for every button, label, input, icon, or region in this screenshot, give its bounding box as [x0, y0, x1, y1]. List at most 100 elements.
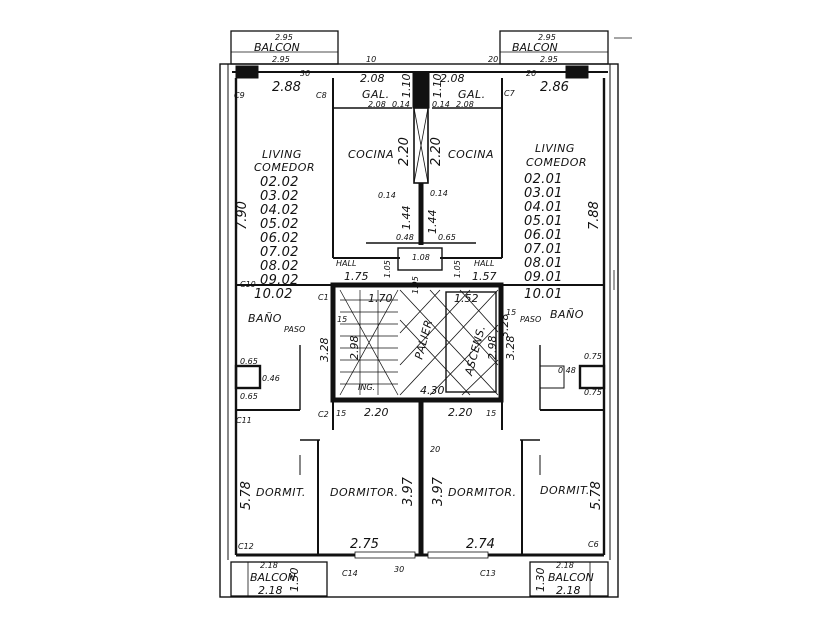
left-unit-numbers: 02.02 03.02 04.02 05.02 06.02 07.02 08.0… [254, 175, 299, 302]
column-tag: C8 [316, 91, 327, 100]
dim-duct-thickness-left: 0.14 [378, 191, 396, 200]
unit-number: 02.01 [524, 172, 563, 187]
balcony-top-left-label: BALCON [254, 41, 300, 54]
dim-duct-width-right: 0.65 [438, 233, 456, 242]
dim-core-bottom-right: 2.20 [448, 406, 473, 419]
left-gallery-label: GAL. [362, 88, 390, 101]
dim-lift-depth: 2.98 [486, 336, 499, 361]
dim-left-hall-width: 1.75 [344, 270, 369, 283]
dim-right-gallery-sub-width: 2.08 [456, 100, 474, 109]
dim-left-hall-depth: 1.05 [383, 260, 392, 278]
dim-left-living-width: 2.88 [272, 80, 301, 95]
dim-balcony-bottom-left-side: 1.30 [288, 568, 301, 593]
dim-right-paso-length: 3.28 [504, 336, 517, 361]
unit-number: 08.01 [524, 256, 563, 271]
right-living-label: LIVING [535, 142, 575, 155]
dim-right-shaft-3: 0.75 [584, 388, 602, 397]
dim-right-master-width: 2.74 [466, 537, 495, 552]
unit-number: 10.02 [254, 287, 293, 302]
wall-mark: 15 [486, 409, 496, 418]
dim-right-gallery-sub-depth: 0.14 [432, 100, 450, 109]
unit-number: 09.02 [260, 273, 299, 288]
wall-mark: 15 [506, 308, 516, 317]
dim-duct-thickness-right: 0.14 [430, 189, 448, 198]
dim-left-gallery-sub-depth: 0.14 [392, 100, 410, 109]
unit-number: 07.01 [524, 242, 563, 257]
dim-duct-length-right: 1.44 [426, 210, 439, 235]
dim-balcony-top-left-bottom: 2.95 [272, 55, 290, 64]
dim-stair-depth: 2.98 [348, 336, 361, 361]
dim-balcony-bottom-left-bottom: 2.18 [258, 584, 283, 597]
left-dining-label: COMEDOR [254, 161, 315, 174]
balcony-bottom-left: 2.18 BALCON 2.18 1.30 [250, 561, 301, 597]
dim-left-shaft-2: 0.46 [262, 374, 280, 383]
dim-right-hall-depth: 1.05 [453, 260, 462, 278]
left-kitchen-label: COCINA [348, 148, 394, 161]
right-paso-label: PASO [520, 315, 541, 324]
unit-number: 09.01 [524, 270, 563, 285]
balcony-bottom-left-label: BALCON [250, 571, 296, 584]
wall-mark: 30 [300, 69, 310, 78]
dim-left-shaft-1: 0.65 [240, 357, 258, 366]
left-master-label: DORMITOR. [330, 486, 399, 499]
unit-number: 04.01 [524, 200, 563, 215]
unit-number: 08.02 [260, 259, 299, 274]
dim-right-master-length: 3.97 [431, 476, 446, 506]
unit-number: 04.02 [260, 203, 299, 218]
left-hall-label: HALL [336, 259, 356, 268]
column-tag: C2 [318, 410, 329, 419]
dim-balcony-top-right-top: 2.95 [538, 33, 556, 42]
dim-core-right-length: 3.28 [498, 314, 511, 339]
right-bath-label: BAÑO [550, 308, 584, 321]
right-kitchen-label: COCINA [448, 148, 494, 161]
right-bedroom-label: DORMIT. [540, 484, 590, 497]
balcony-bottom-right: 2.18 BALCON 2.18 1.30 [534, 561, 594, 597]
dim-left-gallery-depth: 1.10 [400, 74, 413, 99]
dim-left-shaft-3: 0.65 [240, 392, 258, 401]
column-tag: C12 [238, 542, 254, 551]
column-tags: C9 C8 C7 C10 C1 C2 C11 C12 C14 C13 C6 [234, 89, 599, 578]
dim-left-paso-length: 3.28 [318, 338, 331, 363]
right-unit-numbers: 02.01 03.01 04.01 05.01 06.01 07.01 08.0… [524, 172, 563, 302]
dim-left-gallery-sub-width: 2.08 [368, 100, 386, 109]
left-unit: 2.88 LIVING COMEDOR 02.02 03.02 04.02 05… [235, 72, 416, 552]
column-tag: C1 [318, 293, 329, 302]
dim-right-kitchen-length: 2.20 [429, 137, 444, 166]
right-dining-label: COMEDOR [526, 156, 587, 169]
balcony-top-right: 2.95 BALCON 2.95 [512, 33, 558, 64]
dim-stair-width: 1.70 [368, 292, 393, 305]
dim-right-shaft-1: 0.75 [584, 352, 602, 361]
walls [219, 30, 632, 598]
balcony-bottom-right-label: BALCON [548, 571, 594, 584]
balcony-top-left: 2.95 BALCON 2.95 [254, 33, 300, 64]
dim-left-master-width: 2.75 [350, 537, 379, 552]
dim-right-gallery-depth: 1.10 [431, 74, 444, 99]
dim-core-width: 4.30 [420, 384, 445, 397]
dim-left-master-length: 3.97 [401, 476, 416, 506]
unit-number: 03.01 [524, 186, 563, 201]
unit-number: 07.02 [260, 245, 299, 260]
wall-mark: 15 [336, 409, 346, 418]
dim-wall-20: 20 [430, 445, 440, 454]
column-tag: C10 [240, 280, 256, 289]
column-tag: C9 [234, 91, 245, 100]
dim-right-shaft-2: 0.48 [558, 366, 576, 375]
dim-core-bottom-left: 2.20 [364, 406, 389, 419]
unit-number: 05.02 [260, 217, 299, 232]
column-tag: C14 [342, 569, 358, 578]
dim-right-bedroom-length: 5.78 [589, 481, 604, 510]
unit-number: 10.01 [524, 287, 563, 302]
left-bedroom-label: DORMIT. [256, 486, 306, 499]
dim-left-bedroom-length: 5.78 [239, 481, 254, 510]
dim-left-kitchen-length: 2.20 [397, 137, 412, 166]
balcony-top-right-label: BALCON [512, 41, 558, 54]
column-tag: C6 [588, 540, 599, 549]
ascensor-label: ASCENS. [462, 324, 488, 378]
dim-left-gallery-width: 2.08 [360, 72, 385, 85]
dim-lift-width: 1.52 [454, 292, 479, 305]
dim-balcony-top-left-top: 2.95 [275, 33, 293, 42]
dim-center-hall-depth: 1.05 [411, 276, 420, 294]
right-master-label: DORMITOR. [448, 486, 517, 499]
unit-number: 05.01 [524, 214, 563, 229]
wall-mark: 15 [337, 315, 347, 324]
